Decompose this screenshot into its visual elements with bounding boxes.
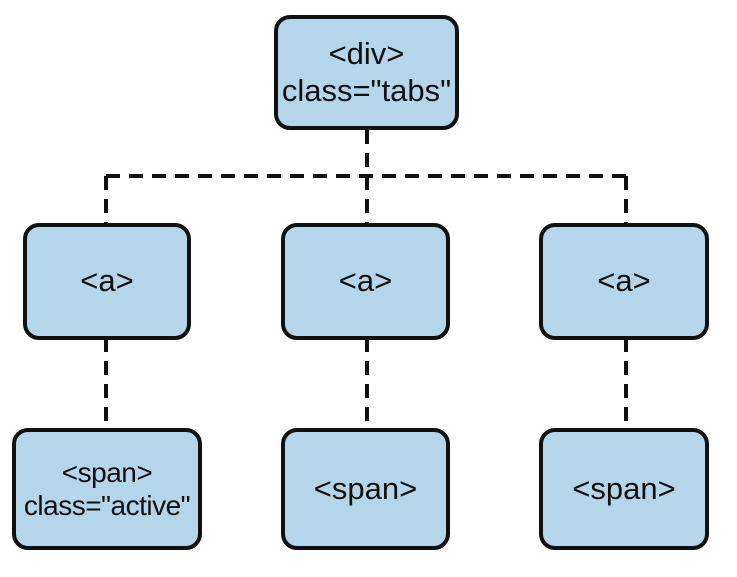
node-span-3: <span> [539, 428, 709, 550]
node-a-2-tag: <a> [338, 263, 393, 299]
node-span-active: <span> class="active" [12, 428, 202, 550]
node-span-2-tag: <span> [313, 470, 418, 506]
node-span-3-tag: <span> [572, 470, 676, 506]
node-a-3: <a> [539, 223, 709, 340]
node-a-3-tag: <a> [597, 263, 651, 299]
node-a-1-tag: <a> [80, 263, 134, 299]
node-span-active-class: class="active" [23, 490, 191, 521]
node-div-tabs: <div> class="tabs" [274, 15, 459, 130]
node-a-1: <a> [23, 223, 191, 340]
node-span-active-tag: <span> [61, 456, 153, 488]
node-a-2: <a> [281, 223, 450, 340]
node-div-tabs-class: class="tabs" [281, 72, 452, 108]
node-div-tabs-tag: <div> [328, 35, 405, 71]
node-span-2: <span> [281, 428, 450, 550]
